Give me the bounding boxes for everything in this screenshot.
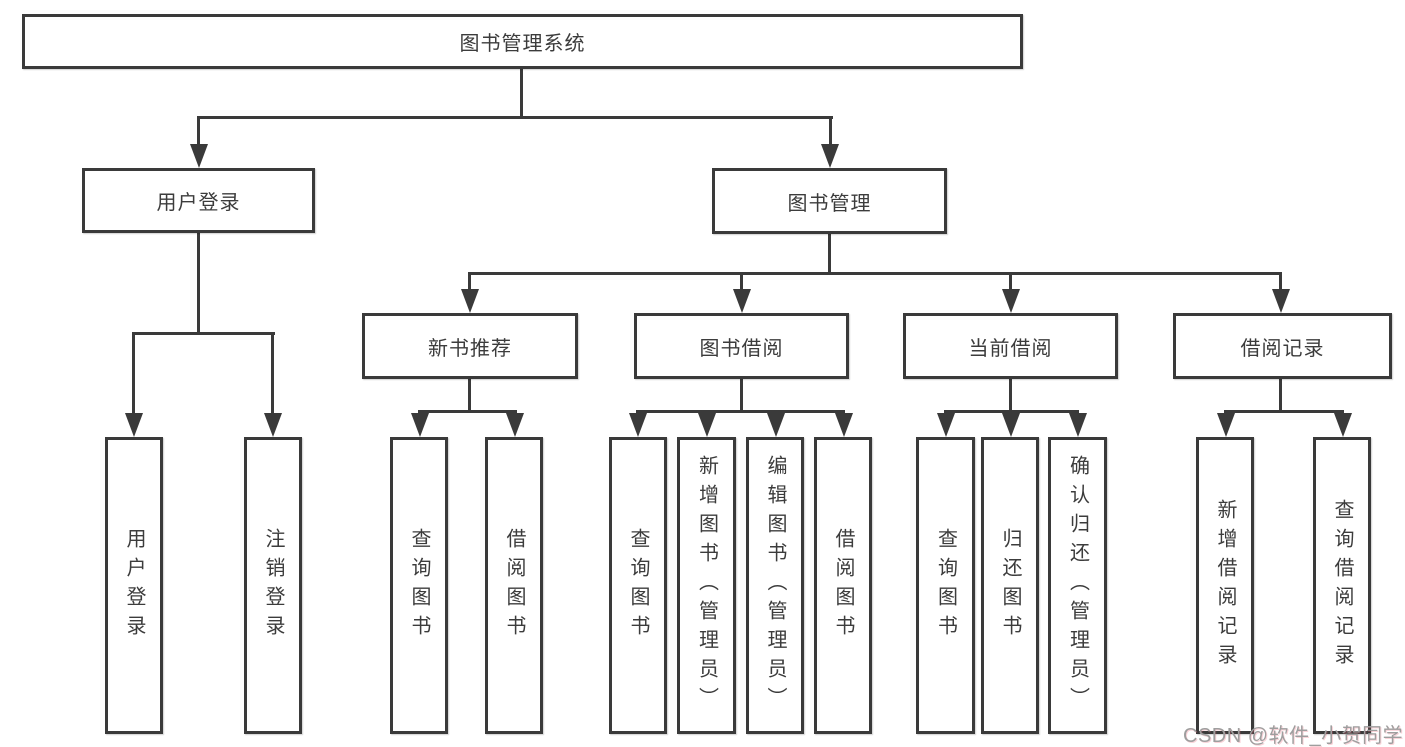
node-user-login: 用户登录 [82, 168, 315, 233]
node-label: 借阅记录 [1240, 337, 1325, 360]
leaf-borrow-books: 借阅图书 [814, 437, 872, 734]
arrowhead-down-icon [125, 413, 143, 437]
arrowhead-down-icon [190, 144, 208, 168]
arrowhead-down-icon [835, 413, 853, 437]
connector-hline [944, 410, 1079, 413]
leaf-query-books-current: 查询图书 [916, 437, 975, 734]
leaf-query-books-recommend: 查询图书 [390, 437, 448, 734]
leaf-borrow-books-recommend: 借阅图书 [485, 437, 543, 734]
leaf-label: 注销登录 [262, 527, 284, 644]
connector-hline-level3 [468, 272, 1282, 275]
arrowhead-down-icon [1272, 289, 1290, 313]
connector-vline [1009, 272, 1012, 292]
node-label: 图书管理系统 [459, 33, 586, 55]
leaf-label: 新增图书（管理员） [695, 455, 718, 716]
connector-hline [636, 410, 845, 413]
connector-vline [271, 332, 274, 416]
watermark: CSDN @软件_小贺同学 [1183, 725, 1404, 747]
arrowhead-down-icon [767, 413, 785, 437]
arrowhead-down-icon [1002, 289, 1020, 313]
node-label: 用户登录 [156, 192, 241, 214]
connector-hline [418, 410, 517, 413]
leaf-label: 借阅图书 [832, 527, 854, 644]
leaf-query-borrow-record: 查询借阅记录 [1313, 437, 1371, 734]
leaf-label: 确认归还（管理员） [1066, 455, 1089, 716]
node-label: 图书借阅 [699, 337, 784, 360]
leaf-label: 查询图书 [627, 527, 649, 644]
node-library-management-system: 图书管理系统 [22, 14, 1023, 69]
leaf-add-borrow-record: 新增借阅记录 [1196, 437, 1254, 734]
arrowhead-down-icon [461, 289, 479, 313]
leaf-label: 归还图书 [999, 527, 1021, 644]
leaf-label: 查询图书 [408, 527, 430, 644]
node-book-management: 图书管理 [712, 168, 947, 234]
node-new-book-recommendation: 新书推荐 [362, 313, 578, 379]
arrowhead-down-icon [1002, 413, 1020, 437]
connector-vline-root [520, 69, 523, 118]
connector-vline [197, 233, 200, 334]
connector-vline [132, 332, 135, 416]
node-borrowing-records: 借阅记录 [1173, 313, 1392, 379]
leaf-label: 新增借阅记录 [1214, 498, 1236, 673]
connector-vline [740, 379, 743, 413]
connector-vline [740, 272, 743, 292]
node-label: 当前借阅 [968, 337, 1053, 360]
connector-vline [468, 272, 471, 292]
leaf-logout: 注销登录 [244, 437, 302, 734]
node-book-borrowing: 图书借阅 [634, 313, 849, 379]
leaf-label: 查询借阅记录 [1331, 498, 1353, 673]
connector-vline [1279, 379, 1282, 413]
arrowhead-down-icon [733, 289, 751, 313]
connector-hline [132, 332, 275, 335]
node-current-borrowing: 当前借阅 [903, 313, 1118, 379]
leaf-label: 编辑图书（管理员） [764, 455, 786, 716]
leaf-add-books-admin: 新增图书（管理员） [677, 437, 736, 734]
connector-vline [468, 379, 471, 413]
arrowhead-down-icon [821, 144, 839, 168]
connector-vline [1279, 272, 1282, 292]
arrowhead-down-icon [411, 413, 429, 437]
leaf-user-login: 用户登录 [105, 437, 163, 734]
arrowhead-down-icon [629, 413, 647, 437]
leaf-return-books: 归还图书 [981, 437, 1039, 734]
connector-vline-user-login [197, 116, 200, 148]
connector-hline-level2 [197, 116, 833, 119]
connector-hline [1224, 410, 1344, 413]
leaf-label: 查询图书 [934, 527, 957, 644]
arrowhead-down-icon [264, 413, 282, 437]
arrowhead-down-icon [1334, 413, 1352, 437]
leaf-confirm-return-admin: 确认归还（管理员） [1048, 437, 1107, 734]
connector-vline [828, 233, 831, 275]
arrowhead-down-icon [1217, 413, 1235, 437]
arrowhead-down-icon [937, 413, 955, 437]
arrowhead-down-icon [698, 413, 716, 437]
node-label: 新书推荐 [428, 337, 512, 360]
leaf-label: 用户登录 [123, 527, 145, 644]
node-label: 图书管理 [787, 192, 872, 215]
arrowhead-down-icon [1069, 413, 1087, 437]
arrowhead-down-icon [506, 413, 524, 437]
leaf-label: 借阅图书 [503, 527, 525, 644]
connector-vline-book-management [829, 116, 832, 148]
connector-vline [1009, 379, 1012, 413]
leaf-query-books-borrowing: 查询图书 [609, 437, 667, 734]
leaf-edit-books-admin: 编辑图书（管理员） [746, 437, 804, 734]
